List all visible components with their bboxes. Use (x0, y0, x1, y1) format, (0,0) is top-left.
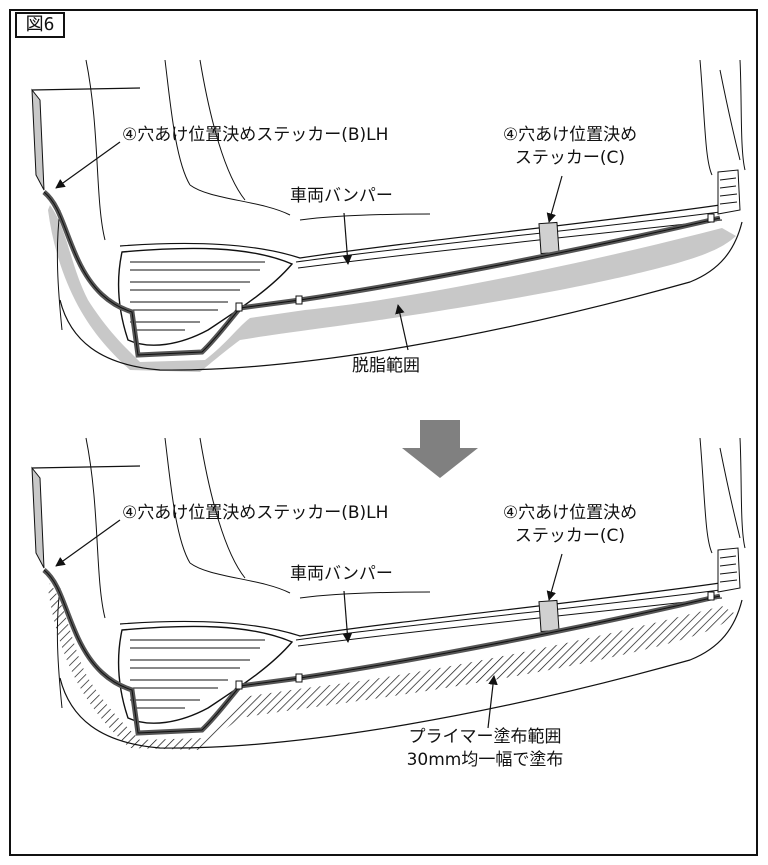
sticker-b-label: ④穴あけ位置決めステッカー(B)LH (122, 125, 389, 145)
sticker-b-label: ④穴あけ位置決めステッカー(B)LH (122, 503, 389, 523)
sticker-c-label-line1: ④穴あけ位置決め (502, 125, 638, 145)
sticker-c-label-line1: ④穴あけ位置決め (502, 503, 638, 523)
degrease-area-label: 脱脂範囲 (352, 356, 420, 376)
sticker-c-label-line2: ステッカー(C) (514, 148, 626, 168)
primer-area-label-line1: プライマー塗布範囲 (408, 727, 562, 747)
bumper-label: 車両バンパー (290, 564, 393, 584)
panel-primer (32, 438, 745, 750)
down-arrow-icon (402, 420, 478, 478)
degrease-area (48, 205, 736, 372)
figure-label: 図6 (15, 12, 65, 38)
primer-area (48, 583, 736, 750)
panel-degrease (32, 60, 745, 372)
sticker-c-label-line2: ステッカー(C) (514, 526, 626, 546)
primer-area-label-line2: 30mm均一幅で塗布 (406, 750, 564, 770)
bumper-label: 車両バンパー (290, 186, 393, 206)
